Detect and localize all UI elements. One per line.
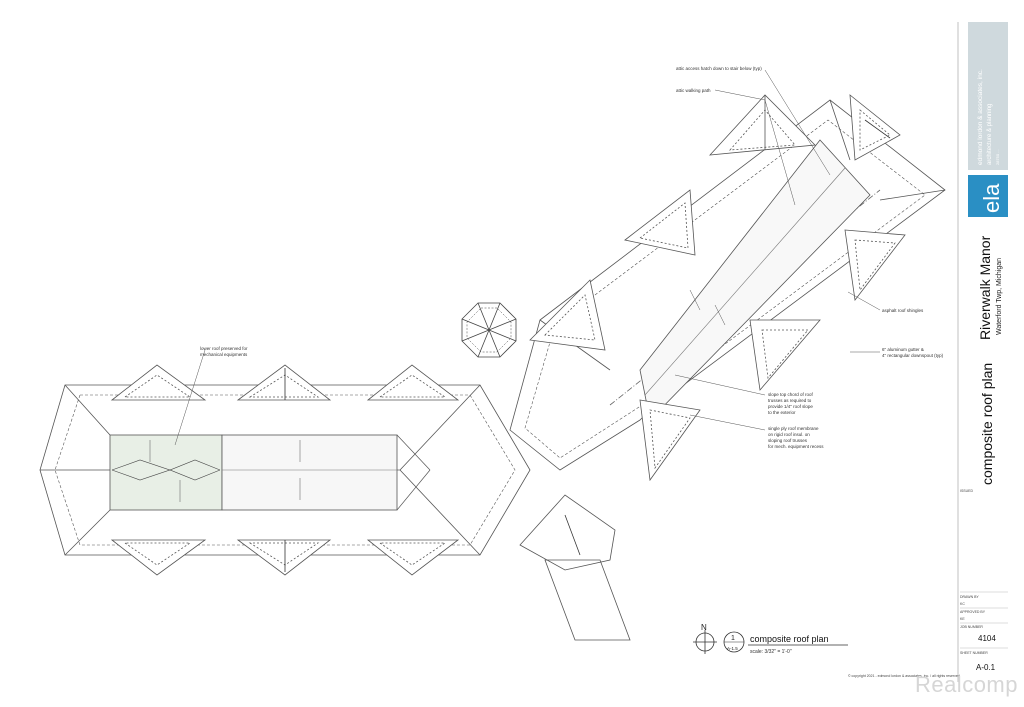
note-shingles: asphalt roof shingles <box>882 308 924 313</box>
project-location: Waterford Twp, Michigan <box>996 258 1003 335</box>
drawn-by: KC <box>960 602 965 606</box>
firm-logo: ela <box>979 183 1004 213</box>
note-lower-roof: lower roof preserved for <box>200 346 248 351</box>
realcomp-watermark: Realcomp <box>914 672 1018 697</box>
note-truss-4: to the exterior <box>768 410 796 415</box>
note-truss-2: trusses as required to <box>768 398 812 403</box>
issued-label: ISSUED <box>960 489 974 493</box>
approved-by: KE <box>960 617 965 621</box>
note-membrane: single ply roof membrane <box>768 426 819 431</box>
note-membrane-3: sloping roof trusses <box>768 438 808 443</box>
north-east-wing <box>509 99 946 471</box>
north-label: N <box>701 623 707 632</box>
note-truss-3: provide 1/4" roof slope <box>768 404 813 409</box>
sheet-number: A-0.1 <box>976 663 996 672</box>
mechanical-recess <box>109 434 223 511</box>
firm-address: 28750 ... <box>995 149 1000 165</box>
octagon-turret <box>461 302 517 358</box>
approved-by-label: APPROVED BY <box>960 610 986 614</box>
drawing-callout: N 1 A-1.5 composite roof plan scale: 3/3… <box>693 623 848 655</box>
firm-band <box>968 22 1008 170</box>
callout-scale: scale: 3/32" = 1'-0" <box>750 649 792 655</box>
firm-logo-box <box>968 175 1008 217</box>
annotations: attic access hatch down to stair below (… <box>200 66 944 449</box>
copyright-text: © copyright 2021 - edmond lordon & assoc… <box>848 674 960 678</box>
dormer-gables-right <box>529 94 906 482</box>
sheet-number-label: SHEET NUMBER <box>960 651 988 655</box>
note-truss: slope top chord of roof <box>768 392 814 397</box>
firm-tagline: architecture & planning <box>987 104 993 165</box>
project-name: Riverwalk Manor <box>977 235 993 340</box>
callout-title: composite roof plan <box>750 634 829 644</box>
dormer-gables-left <box>110 364 460 576</box>
flat-roof-strip <box>221 434 398 511</box>
job-number-label: JOB NUMBER <box>960 625 983 629</box>
note-attic-hatch: attic access hatch down to stair below (… <box>676 66 762 71</box>
detail-sheet: A-1.5 <box>727 646 738 651</box>
job-number: 4104 <box>978 634 996 643</box>
note-gutter: 6" aluminum gutter & <box>882 347 924 352</box>
note-membrane-4: for mech. equipment recess <box>768 444 824 449</box>
firm-name: edmond lordon & associates, inc. <box>977 69 984 165</box>
drawn-by-label: DRAWN BY <box>960 595 979 599</box>
note-lower-roof-2: mechanical equipments <box>200 352 248 357</box>
detail-number: 1 <box>731 635 735 642</box>
title-block: ela edmond lordon & associates, inc. arc… <box>957 22 1008 682</box>
note-attic-path: attic walking path <box>676 88 711 93</box>
entry-porch <box>519 494 631 641</box>
note-gutter-2: 4" rectangular downspout (typ) <box>882 353 944 358</box>
slope-markers <box>149 289 726 502</box>
note-membrane-2: on rigid roof insul. on <box>768 432 810 437</box>
leader-lines <box>174 69 881 446</box>
sheet-title: composite roof plan <box>979 363 995 485</box>
